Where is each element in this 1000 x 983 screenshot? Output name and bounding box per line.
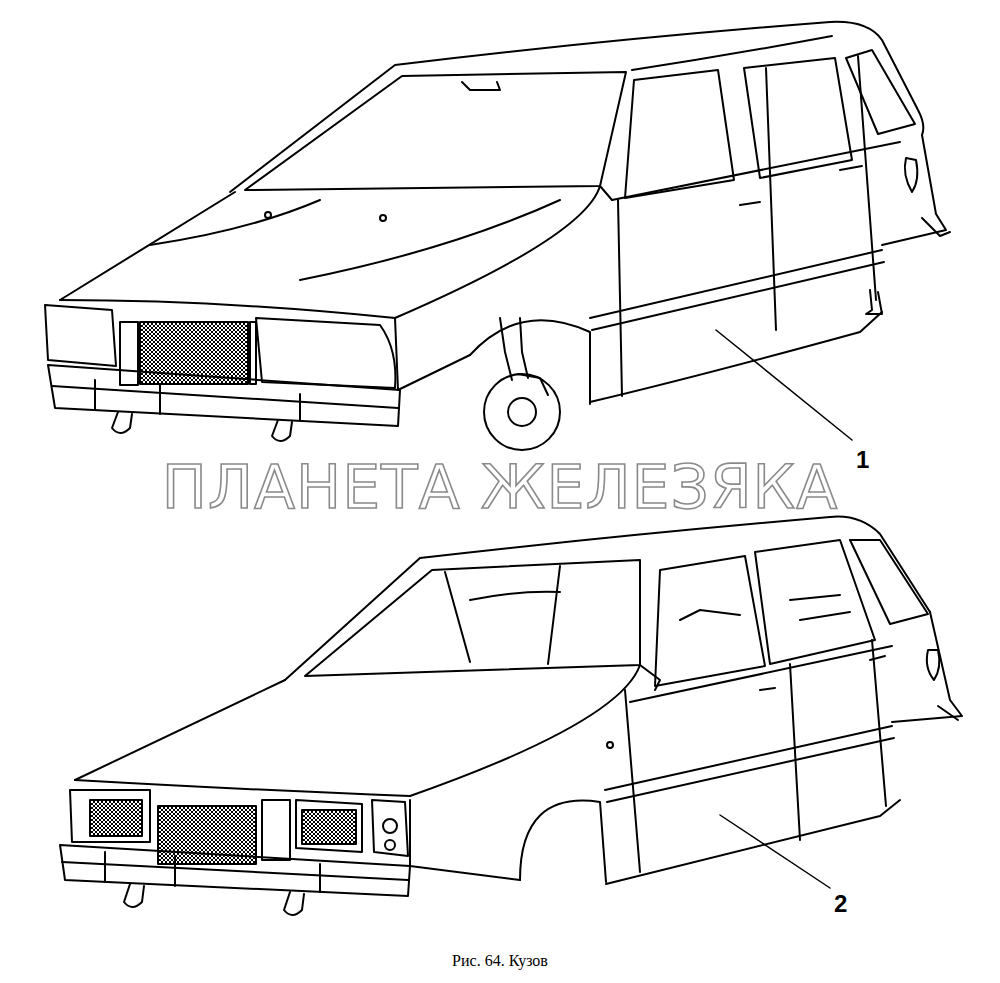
drawing-line xyxy=(410,665,640,796)
drawing-line xyxy=(265,212,271,218)
drawing-line xyxy=(484,374,560,450)
drawing-line xyxy=(385,840,395,850)
drawing-line xyxy=(410,800,520,880)
drawing-line xyxy=(395,318,470,390)
drawing-line xyxy=(262,800,290,860)
drawing-line xyxy=(52,386,398,408)
drawing-line xyxy=(680,595,850,620)
drawing-line xyxy=(75,780,410,796)
figure-caption: Рис. 64. Кузов xyxy=(452,952,548,970)
callout-number: 1 xyxy=(856,446,869,474)
drawing-line xyxy=(60,845,410,896)
drawing-line xyxy=(462,82,500,90)
drawing-line xyxy=(632,36,832,70)
drawing-line xyxy=(520,801,606,882)
drawing-line xyxy=(606,800,900,884)
drawing-line xyxy=(60,192,235,300)
drawing-line xyxy=(892,612,962,722)
drawing-line xyxy=(755,540,875,664)
drawing-line xyxy=(922,218,950,236)
drawing-line xyxy=(105,852,320,892)
drawing-line xyxy=(75,680,285,780)
drawing-line xyxy=(296,800,362,852)
body-shell xyxy=(60,517,962,915)
drawing-line xyxy=(938,706,958,720)
drawing-line xyxy=(302,810,356,844)
drawing-line xyxy=(62,862,408,880)
drawing-line xyxy=(380,215,386,221)
drawing-line xyxy=(518,374,548,395)
drawing-line xyxy=(846,50,915,134)
drawing-line xyxy=(740,166,862,205)
drawing-line xyxy=(395,186,600,318)
drawing-line xyxy=(90,800,142,836)
drawing-line xyxy=(850,540,928,624)
drawing-line xyxy=(470,320,590,404)
drawing-line xyxy=(112,412,292,441)
drawing-line xyxy=(630,646,892,702)
drawing-line xyxy=(607,742,613,748)
drawing-line xyxy=(858,56,876,300)
drawing-line xyxy=(245,72,626,190)
drawing-line xyxy=(48,365,400,426)
drawing-line xyxy=(500,318,528,380)
drawing-line xyxy=(45,305,116,366)
watermark: ПЛАНЕТА ЖЕЛЕЗЯКА xyxy=(162,452,838,522)
drawing-line xyxy=(590,250,884,330)
drawing-line xyxy=(790,664,800,840)
drawing-line xyxy=(95,380,300,420)
drawing-line xyxy=(766,68,776,330)
drawing-line xyxy=(508,398,536,426)
drawing-line xyxy=(927,650,939,680)
drawing-line xyxy=(383,819,397,833)
drawing-line xyxy=(70,790,150,842)
drawing-line xyxy=(256,318,395,388)
drawing-line xyxy=(372,800,408,856)
callout-number: 2 xyxy=(834,890,847,918)
drawing-line xyxy=(744,58,852,178)
drawing-line xyxy=(150,200,560,280)
drawing-line xyxy=(605,726,894,802)
drawing-line xyxy=(872,640,886,806)
drawing-line xyxy=(655,556,765,686)
drawing-line xyxy=(905,158,917,192)
drawing-line xyxy=(445,566,560,664)
drawing-line xyxy=(625,690,640,872)
drawing-line xyxy=(640,665,660,690)
drawing-line xyxy=(230,22,923,192)
assembled-body xyxy=(45,22,950,450)
drawing-line xyxy=(618,200,622,396)
drawing-line xyxy=(716,330,852,440)
drawing-line xyxy=(305,560,640,676)
drawing-line xyxy=(882,135,946,245)
drawing-line xyxy=(285,517,930,680)
drawing-line xyxy=(600,186,612,200)
drawing-line xyxy=(590,312,882,402)
drawing-line xyxy=(720,815,830,888)
drawing-line xyxy=(124,884,304,915)
drawing-line xyxy=(612,142,900,200)
drawing-line xyxy=(760,656,885,690)
drawing-line xyxy=(866,290,882,314)
